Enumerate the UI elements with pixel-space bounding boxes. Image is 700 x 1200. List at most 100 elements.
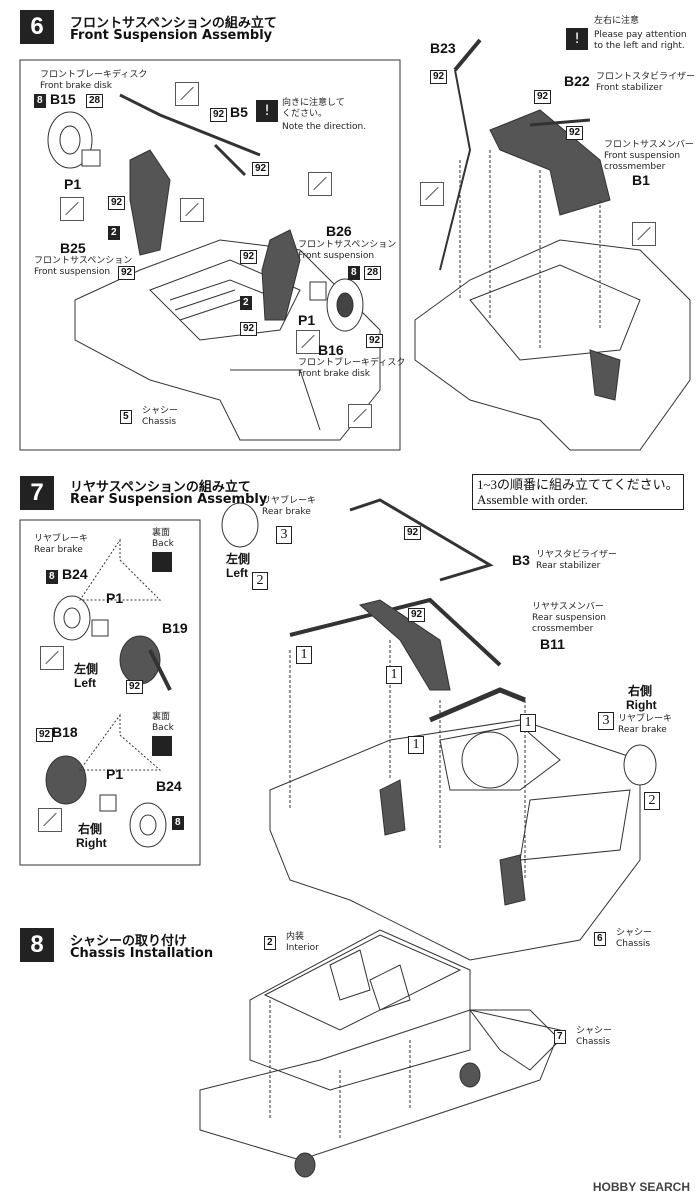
glue-icon — [180, 198, 204, 222]
rear-brake-top-jp: リヤブレーキ — [262, 496, 317, 506]
rear-brake-right-en: Rear brake — [618, 725, 667, 735]
b25-label-en: Front suspension — [34, 267, 111, 277]
paint-tag-92: 92 — [566, 126, 584, 140]
front-crossmember-jp: フロントサスメンバー — [604, 140, 694, 150]
rear-crossmember-en-2: crossmember — [532, 624, 594, 634]
paint-tag-92: 92 — [534, 90, 552, 104]
step-7-title-jp: リヤサスペンションの組み立て — [70, 480, 251, 495]
paint-tag-28: 28 — [364, 266, 382, 280]
b16-label-jp: フロントブレーキディスク — [298, 358, 406, 368]
step-8-number: 8 — [20, 928, 54, 962]
part-p1-bottom: P1 — [106, 766, 124, 782]
front-stabilizer-jp: フロントスタビライザー — [596, 72, 696, 82]
sequence-3-right: 3 — [598, 712, 614, 730]
back-label-jp-2: 裏面 — [152, 712, 171, 722]
back-label-en-2: Back — [152, 723, 174, 733]
paint-tag-92: 92 — [240, 322, 258, 336]
part-b19: B19 — [162, 620, 188, 636]
lr-note-en-2: to the left and right. — [594, 41, 685, 51]
assembly-order-note: 1~3の順番に組み立ててください。 Assemble with order. — [472, 474, 684, 510]
paint-tag-92: 92 — [430, 70, 448, 84]
front-brake-disk-label-jp: フロントブレーキディスク — [40, 70, 148, 80]
paint-tag-92: 92 — [240, 250, 258, 264]
glue-icon — [40, 646, 64, 670]
rear-brake-top-en: Rear brake — [262, 507, 311, 517]
part-p1-top: P1 — [106, 590, 124, 606]
glue-icon — [296, 330, 320, 354]
sequence-3-left: 3 — [276, 526, 292, 544]
b25-label-jp: フロントサスペンション — [34, 256, 133, 266]
paint-tag-28: 28 — [86, 94, 104, 108]
glue-icon — [420, 182, 444, 206]
step-7-title-en: Rear Suspension Assembly — [70, 492, 268, 507]
chassis-tag-7: 7 — [554, 1030, 566, 1044]
sequence-2-left: 2 — [252, 572, 268, 590]
step7-chassis-en: Chassis — [616, 939, 651, 949]
part-b1: B1 — [632, 172, 650, 188]
paint-tag-92: 92 — [210, 108, 228, 122]
paint-tag-92: 92 — [252, 162, 270, 176]
glue-icon — [632, 222, 656, 246]
chassis-tag-5: 5 — [120, 410, 132, 424]
glue-icon — [175, 82, 199, 106]
sequence-1-a: 1 — [296, 646, 312, 664]
back-label-jp: 裏面 — [152, 528, 171, 538]
step-6-title-jp: フロントサスペンションの組み立て — [70, 16, 277, 31]
paint-tag-92: 92 — [404, 526, 422, 540]
part-b3: B3 — [512, 552, 530, 568]
front-stabilizer-en: Front stabilizer — [596, 83, 663, 93]
part-b16: B16 — [318, 342, 344, 358]
caution-icon: ! — [256, 100, 278, 122]
glue-icon — [38, 808, 62, 832]
detail-right-en: Right — [76, 836, 107, 850]
paint-tag-92: 92 — [408, 608, 426, 622]
rear-brake-right-jp: リヤブレーキ — [618, 714, 673, 724]
chassis-tag-6: 6 — [594, 932, 606, 946]
part-b15: B15 — [50, 91, 76, 107]
back-side-icon — [152, 736, 172, 756]
part-b24-top: B24 — [62, 566, 88, 582]
sequence-1-d: 1 — [408, 736, 424, 754]
step-7-number: 7 — [20, 476, 54, 510]
step-8-title-en: Chassis Installation — [70, 946, 214, 961]
part-b25: B25 — [60, 240, 86, 256]
part-b26: B26 — [326, 223, 352, 239]
rear-stabilizer-jp: リヤスタビライザー — [536, 550, 618, 560]
front-crossmember-en-2: crossmember — [604, 162, 666, 172]
rear-brake-left-en: Rear brake — [34, 545, 83, 555]
part-b22: B22 — [564, 73, 590, 89]
part-tag-8: 8 — [34, 94, 46, 108]
paint-tag-92: 92 — [36, 728, 54, 742]
interior-tag-2: 2 — [264, 936, 276, 950]
paint-tag-92: 92 — [366, 334, 384, 348]
rear-stabilizer-en: Rear stabilizer — [536, 561, 601, 571]
left-label-en: Left — [226, 566, 248, 580]
glue-icon — [348, 404, 372, 428]
glue-icon — [308, 172, 332, 196]
rear-crossmember-jp: リヤサスメンバー — [532, 602, 604, 612]
interior-label-en: Interior — [286, 943, 319, 953]
detail-left-jp: 左側 — [74, 662, 99, 676]
paint-tag-92: 92 — [126, 680, 144, 694]
rear-brake-left-jp: リヤブレーキ — [34, 534, 89, 544]
part-p1-right: P1 — [298, 312, 316, 328]
b26-label-en: Front suspension — [298, 251, 375, 261]
step7-chassis-jp: シャシー — [616, 928, 653, 938]
watermark: HOBBY SEARCH — [592, 1180, 690, 1194]
part-b23: B23 — [430, 40, 456, 56]
step-8-title-jp: シャシーの取り付け — [70, 934, 188, 949]
step-6-title-en: Front Suspension Assembly — [70, 28, 273, 43]
front-crossmember-en-1: Front suspension — [604, 151, 681, 161]
lr-note-en-1: Please pay attention — [594, 30, 687, 40]
step-6-number: 6 — [20, 10, 54, 44]
detail-left-en: Left — [74, 676, 96, 690]
part-tag-8: 8 — [46, 570, 58, 584]
assembly-order-en: Assemble with order. — [477, 492, 588, 507]
front-brake-disk-label-en: Front brake disk — [40, 81, 112, 91]
step8-chassis-en: Chassis — [576, 1037, 611, 1047]
sequence-1-b: 1 — [386, 666, 402, 684]
part-b5: B5 — [230, 104, 248, 120]
part-tag-8: 8 — [172, 816, 184, 830]
part-b11: B11 — [540, 636, 565, 652]
